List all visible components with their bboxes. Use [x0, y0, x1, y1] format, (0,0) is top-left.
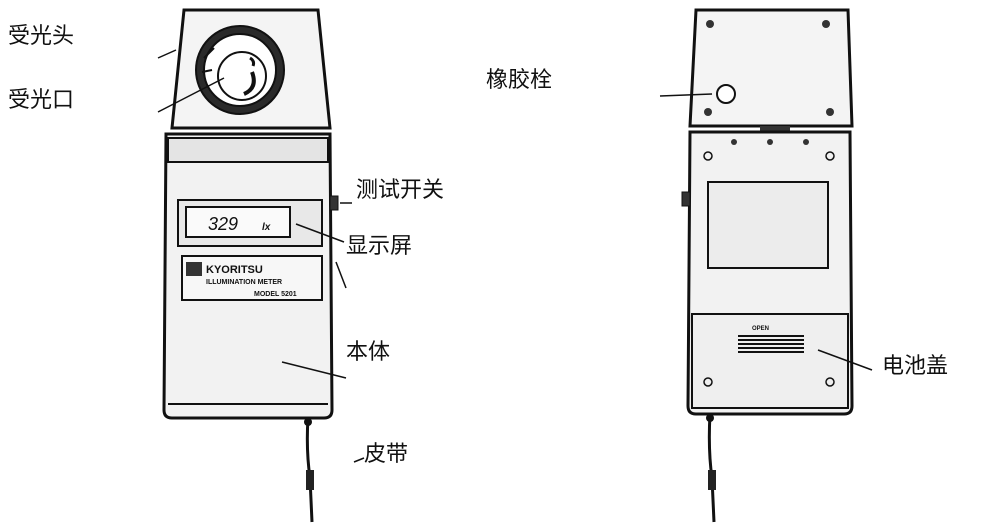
front-leader-lines — [157, 49, 365, 463]
front-test-switch — [329, 195, 339, 211]
model-name: MODEL 5201 — [254, 291, 297, 298]
leader-display — [295, 223, 345, 243]
label-display: 显示屏 — [346, 234, 413, 259]
back-label-window — [707, 181, 829, 269]
leader-receiver-port — [157, 77, 225, 113]
leader-strap — [353, 457, 365, 463]
product-name: ILLUMINATION METER — [206, 279, 282, 286]
label-strap: 皮带 — [364, 442, 409, 467]
front-brand-plate — [181, 255, 323, 301]
back-leader-lines — [659, 93, 873, 371]
lcd-unit: lx — [262, 222, 271, 233]
battery-cover — [691, 313, 849, 409]
brand-name: KYORITSU — [206, 264, 263, 276]
front-receiver-window — [217, 51, 267, 101]
label-test-switch: 测试开关 — [356, 178, 445, 203]
label-body: 本体 — [346, 340, 391, 365]
label-rubber-plug: 橡胶栓 — [486, 68, 553, 93]
leader-battery-cover — [817, 349, 873, 371]
leader-body-side — [335, 261, 347, 289]
label-battery-cover: 电池盖 — [882, 354, 949, 379]
label-receiver-head: 受光头 — [8, 24, 75, 49]
leader-receiver-head — [157, 49, 177, 59]
front-device: 329 lx KYORITSU ILLUMINATION METER MODEL… — [162, 8, 339, 523]
battery-grip-icon — [738, 335, 804, 353]
back-side-switch — [681, 191, 691, 207]
leader-body — [281, 361, 347, 379]
lcd-value: 329 — [208, 214, 238, 234]
kyoritsu-logo-icon — [186, 262, 202, 276]
rubber-plug — [716, 84, 736, 104]
label-receiver-port: 受光口 — [8, 88, 75, 113]
back-device: OPEN — [681, 8, 854, 523]
back-strap — [707, 413, 716, 523]
leader-rubber-plug — [659, 93, 713, 97]
battery-open-mark: OPEN — [752, 326, 769, 332]
front-lcd — [185, 206, 291, 238]
